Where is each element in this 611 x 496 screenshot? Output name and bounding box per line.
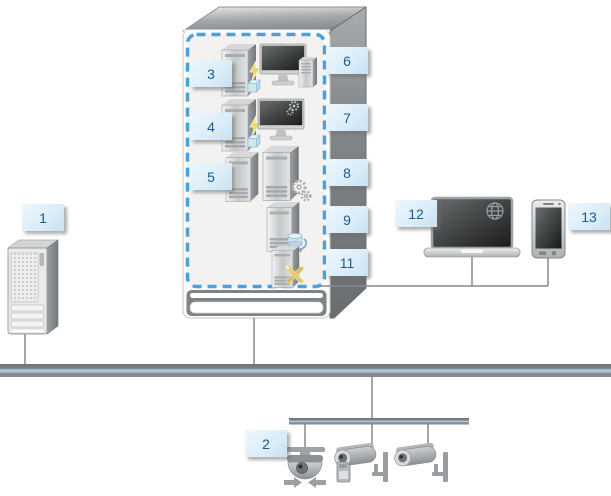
callout-1: 1 (22, 204, 64, 231)
storage-sync-icon (287, 233, 308, 253)
mini-tower-icon (298, 57, 317, 88)
tools-icon (285, 265, 304, 284)
callout-9: 9 (326, 206, 368, 233)
callout-4: 4 (190, 113, 232, 140)
globe-icon (486, 202, 504, 220)
ptz-arrows-icon (284, 477, 326, 488)
tower-server-icon (6, 239, 60, 335)
bullet-camera-icon (392, 441, 449, 483)
callout-12: 12 (395, 200, 437, 227)
blue-cube-icon (247, 79, 261, 93)
server-icon (262, 145, 300, 202)
callout-8: 8 (326, 159, 368, 186)
main-network-bus (0, 364, 611, 377)
callout-2: 2 (245, 430, 287, 457)
callout-6: 6 (326, 47, 368, 74)
camera-network-bus (289, 418, 469, 425)
laptop-icon (423, 196, 521, 258)
dome-camera-icon (284, 447, 326, 488)
callout-3: 3 (190, 60, 232, 87)
gears-icon (291, 179, 312, 202)
callout-5: 5 (190, 163, 232, 190)
callout-7: 7 (326, 104, 368, 131)
callout-13: 13 (568, 203, 610, 230)
callout-11: 11 (326, 249, 368, 276)
smartphone-icon (531, 199, 566, 259)
gear-icon (286, 100, 300, 116)
sd-card-icon (336, 461, 351, 483)
blue-cube-icon (247, 134, 261, 148)
